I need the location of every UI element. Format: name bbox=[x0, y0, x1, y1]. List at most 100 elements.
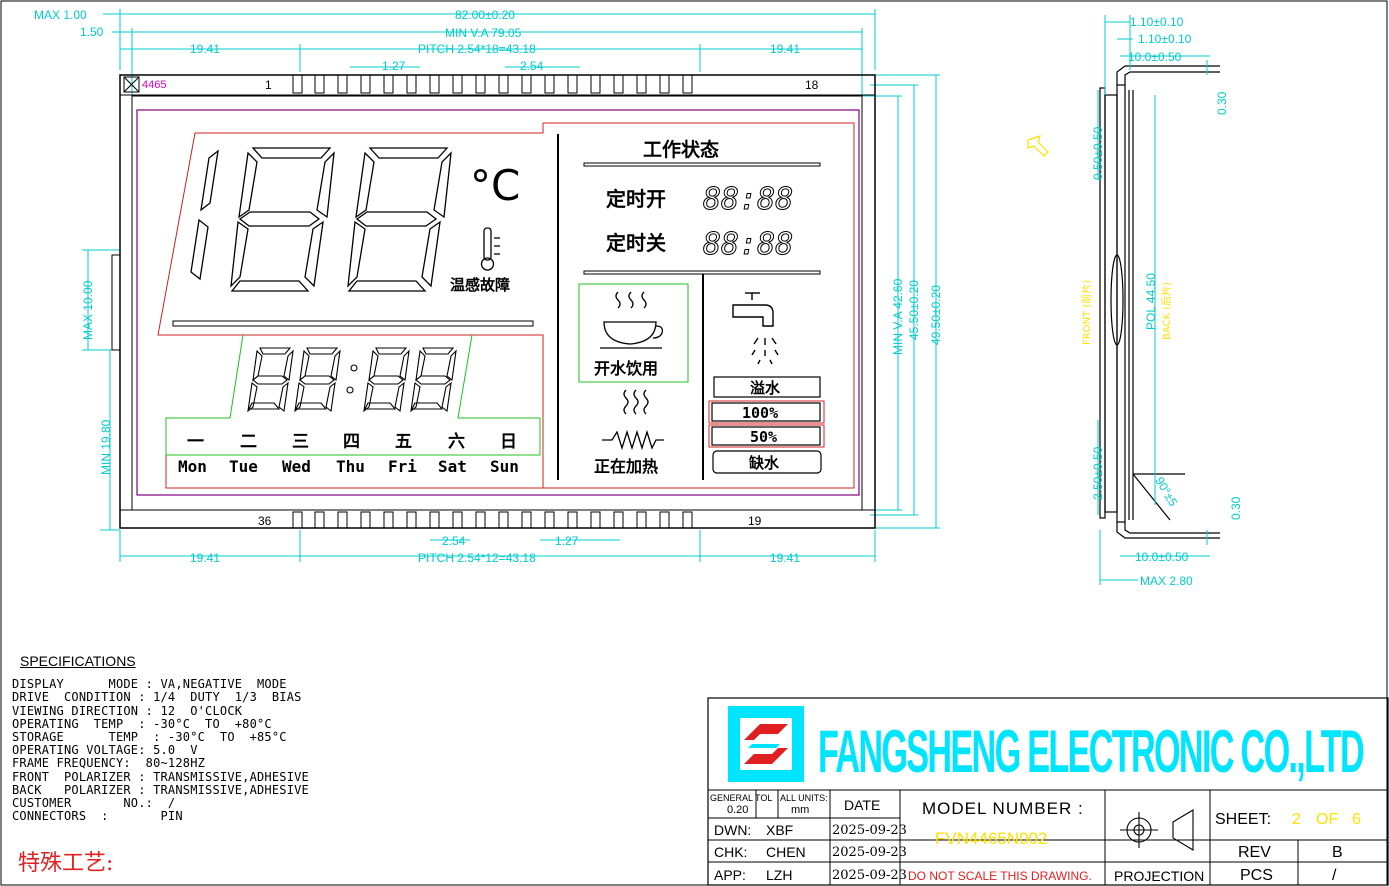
boiled-water-label: 开水饮用 bbox=[594, 359, 658, 378]
company-name: FANGSHENG ELECTRONIC CO.,LTD bbox=[818, 718, 1363, 785]
side-view: 1.10±0.10 1.10±0.10 10.0±0.50 0.30 0.50±… bbox=[1027, 15, 1243, 588]
dim-2-54-bot: 2.54 bbox=[442, 534, 466, 548]
weekday-en-sat: Sat bbox=[438, 457, 467, 476]
view-arrow-icon bbox=[1027, 135, 1049, 157]
weekday-cn-2: 二 bbox=[240, 432, 257, 452]
pcs-value: / bbox=[1332, 867, 1337, 884]
dim-1-27-top: 1.27 bbox=[382, 59, 406, 73]
green-region-outline bbox=[165, 334, 541, 456]
company-logo-icon bbox=[728, 706, 804, 782]
sheet-of: OF bbox=[1316, 811, 1338, 828]
all-units-label: ALL UNITS: bbox=[780, 793, 828, 803]
big-digits bbox=[190, 147, 452, 292]
weekday-cn-6: 六 bbox=[448, 431, 465, 452]
faucet-icon bbox=[732, 292, 779, 365]
weekdays-cn: 一 二 三 四 五 六 日 bbox=[187, 431, 517, 452]
dim-pitch-top: PITCH 2.54*18=43.18 bbox=[418, 42, 536, 56]
dim-82: 82.00±0.20 bbox=[455, 8, 515, 22]
spec-connectors: CONNECTORS : PIN bbox=[12, 809, 183, 824]
projection-symbol-icon bbox=[1120, 809, 1194, 851]
weekday-en-fri: Fri bbox=[388, 457, 417, 476]
celsius-unit: °C bbox=[470, 161, 520, 210]
date-header: DATE bbox=[844, 797, 880, 813]
timer-off-value: 88:88 bbox=[703, 227, 793, 262]
dim-45-5: 45.50±0.20 bbox=[907, 280, 921, 340]
red-region-outline bbox=[157, 123, 544, 489]
app-date: 2025-09-23 bbox=[832, 868, 907, 883]
dim-min-19-8: MIN 19.80 bbox=[99, 419, 113, 475]
weekday-en-tue: Tue bbox=[229, 457, 258, 476]
spec-display-mode: DISPLAY MODE : VA,NEGATIVE MODE bbox=[12, 677, 287, 692]
sheet-total: 6 bbox=[1352, 811, 1361, 828]
clock-digits bbox=[247, 347, 457, 413]
chk-label: CHK: bbox=[714, 844, 747, 860]
weekday-cn-4: 四 bbox=[343, 432, 360, 452]
weekday-cn-3: 三 bbox=[292, 432, 309, 452]
spec-operating-temp: OPERATING TEMP : -30°C TO +80°C bbox=[12, 716, 272, 731]
front-label: FRONT (前片) bbox=[1080, 280, 1093, 345]
sheet-label: SHEET: bbox=[1215, 811, 1271, 828]
specifications-title: SPECIFICATIONS bbox=[20, 653, 136, 669]
projection-label: PROJECTION bbox=[1114, 868, 1204, 884]
side-dim-2-50: 2.50±0.50 bbox=[1091, 446, 1105, 500]
side-dim-10-bot: 10.0±0.50 bbox=[1135, 550, 1189, 564]
timer-on-value: 88:88 bbox=[703, 182, 793, 217]
spec-customer-no: CUSTOMER NO.: / bbox=[12, 796, 176, 811]
rev-value: B bbox=[1332, 844, 1343, 861]
app-label: APP: bbox=[714, 867, 746, 883]
chk-name: CHEN bbox=[766, 844, 806, 860]
thermometer-icon bbox=[480, 227, 500, 271]
dim-19-41-br: 19.41 bbox=[770, 551, 800, 565]
dim-min-va: MIN V.A 79.05 bbox=[445, 26, 522, 40]
spec-back-polarizer: BACK POLARIZER : TRANSMISSIVE,ADHESIVE bbox=[12, 782, 309, 797]
weekdays-en: Mon Tue Wed Thu Fri Sat Sun bbox=[178, 457, 519, 476]
spec-drive-condition: DRIVE CONDITION : 1/4 DUTY 1/3 BIAS bbox=[12, 690, 302, 705]
model-number: FVN4465N002 bbox=[935, 829, 1047, 848]
specifications-block: SPECIFICATIONS DISPLAY MODE : VA,NEGATIV… bbox=[12, 653, 702, 824]
dim-2-54-top: 2.54 bbox=[520, 59, 544, 73]
weekday-en-wed: Wed bbox=[282, 457, 311, 476]
water-shortage-label: 缺水 bbox=[748, 454, 780, 472]
top-pins bbox=[292, 74, 693, 94]
dim-19-41-bl: 19.41 bbox=[190, 551, 220, 565]
no-scale-note: DO NOT SCALE THIS DRAWING. bbox=[908, 869, 1092, 883]
dwn-date: 2025-09-23 bbox=[832, 823, 907, 838]
pin1-marker-icon bbox=[123, 76, 140, 93]
side-dim-0-30-top: 0.30 bbox=[1215, 91, 1229, 115]
spec-storage-temp: STORAGE TEMP : -30°C TO +85°C bbox=[12, 730, 287, 745]
spec-frame-frequency: FRAME FREQUENCY: 80~128HZ bbox=[12, 756, 206, 771]
divider-bar bbox=[172, 320, 534, 327]
part-code: 4465 bbox=[142, 79, 166, 91]
pin-label-19: 19 bbox=[748, 514, 762, 528]
general-tol-value: 0.20 bbox=[727, 804, 748, 816]
special-process-label: 特殊工艺: bbox=[18, 851, 114, 876]
status-title: 工作状态 bbox=[643, 138, 719, 161]
dim-1-50: 1.50 bbox=[80, 25, 104, 39]
timer-on-label: 定时开 bbox=[606, 187, 666, 211]
chk-date: 2025-09-23 bbox=[832, 845, 907, 860]
dim-19-41-tl: 19.41 bbox=[190, 42, 220, 56]
dwn-label: DWN: bbox=[714, 822, 751, 838]
side-dim-pol: POL 44.50 bbox=[1144, 273, 1158, 330]
bottom-pins bbox=[292, 511, 693, 529]
spec-operating-voltage: OPERATING VOLTAGE: 5.0 V bbox=[12, 743, 198, 758]
timer-off-label: 定时关 bbox=[606, 231, 666, 255]
side-dim-max-2-8: MAX 2.80 bbox=[1140, 574, 1193, 588]
spec-front-polarizer: FRONT POLARIZER : TRANSMISSIVE,ADHESIVE bbox=[12, 769, 309, 784]
dim-pitch-bot: PITCH 2.54*12=43.18 bbox=[418, 551, 536, 565]
side-dim-1-10-a: 1.10±0.10 bbox=[1130, 15, 1184, 29]
level-100-label: 100% bbox=[742, 404, 778, 422]
pin-label-1: 1 bbox=[265, 78, 272, 92]
temp-fault-label: 温感故障 bbox=[450, 276, 510, 294]
spec-viewing-direction: VIEWING DIRECTION : 12 O'CLOCK bbox=[12, 703, 243, 718]
side-dim-0-30-bot: 0.30 bbox=[1229, 496, 1243, 520]
lcd-front-view: 4465 1 18 36 19 bbox=[111, 74, 876, 529]
dim-min-va-42: MIN V.A 42.60 bbox=[891, 278, 905, 355]
dim-max-10: MAX 10.00 bbox=[81, 280, 95, 340]
back-label: BACK (后片) bbox=[1160, 282, 1173, 340]
level-50-label: 50% bbox=[750, 428, 777, 446]
heating-icon bbox=[602, 389, 664, 451]
weekday-cn-5: 五 bbox=[395, 432, 412, 452]
dim-49-5: 49.50±0.20 bbox=[929, 285, 943, 345]
